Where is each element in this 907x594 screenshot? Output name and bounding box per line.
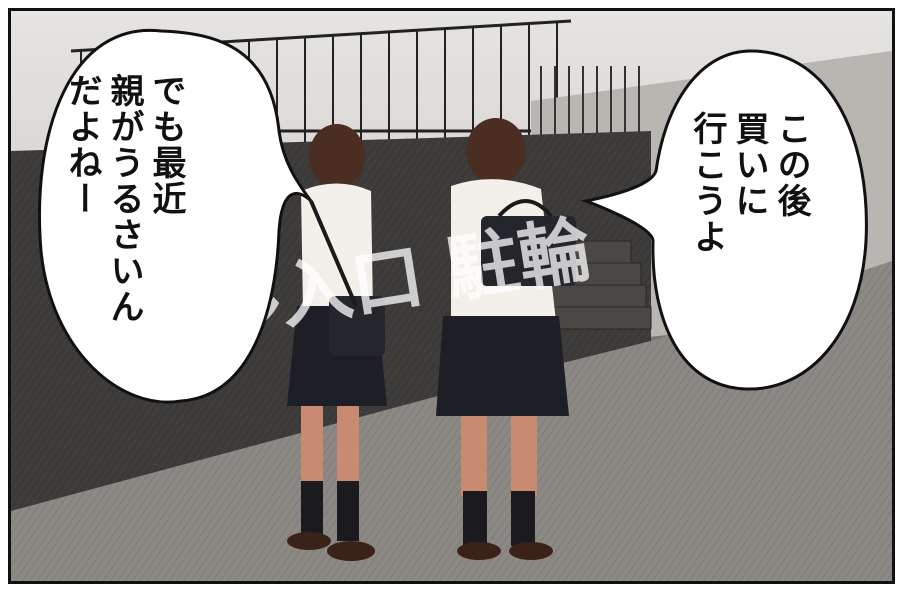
- speech-bubble-left: [38, 28, 313, 404]
- stairs: [540, 240, 652, 330]
- comic-panel: プール入口 駐輪 でも最近 親がうるさいん だよねー この後 買いに 行こうよ: [8, 8, 895, 584]
- bubble-right-line-1: この後: [771, 111, 811, 219]
- bubble-left-text: でも最近 親がうるさいん だよねー: [61, 73, 187, 373]
- schoolgirl-left: [287, 124, 387, 561]
- right-railing: [540, 66, 640, 136]
- bubble-right-text: この後 買いに 行こうよ: [686, 111, 812, 311]
- bubble-right-line-2: 買いに: [729, 111, 769, 219]
- bubble-right-line-3: 行こうよ: [687, 111, 727, 255]
- bubble-left-line-2: 親がうるさいん: [104, 73, 144, 325]
- schoolgirl-right: [436, 118, 576, 560]
- bubble-left-line-1: でも最近: [146, 73, 186, 217]
- bubble-left-line-3: だよねー: [62, 73, 102, 217]
- scene-illustration: プール入口 駐輪: [11, 11, 892, 581]
- speech-bubble-right: [580, 49, 868, 391]
